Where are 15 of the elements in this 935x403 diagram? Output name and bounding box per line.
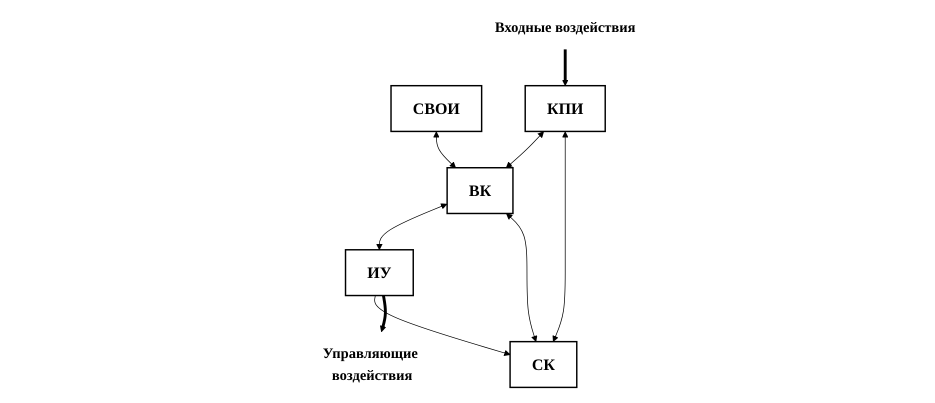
arrow (506, 213, 538, 342)
arrow (374, 295, 510, 356)
node-box: СВОИ (390, 84, 482, 132)
arrow (380, 295, 387, 332)
node-box: ИУ (344, 249, 414, 296)
arrow (506, 131, 544, 168)
arrow (562, 49, 568, 86)
node-box: ВК (446, 167, 514, 214)
arrow (552, 131, 568, 342)
node-box: СК (509, 340, 578, 388)
node-text: Входные воздействия (494, 20, 636, 36)
arrow (433, 131, 456, 168)
node-box: КПИ (524, 84, 606, 132)
arrow (376, 203, 448, 250)
node-text: Управляющие воздействия (322, 346, 418, 384)
